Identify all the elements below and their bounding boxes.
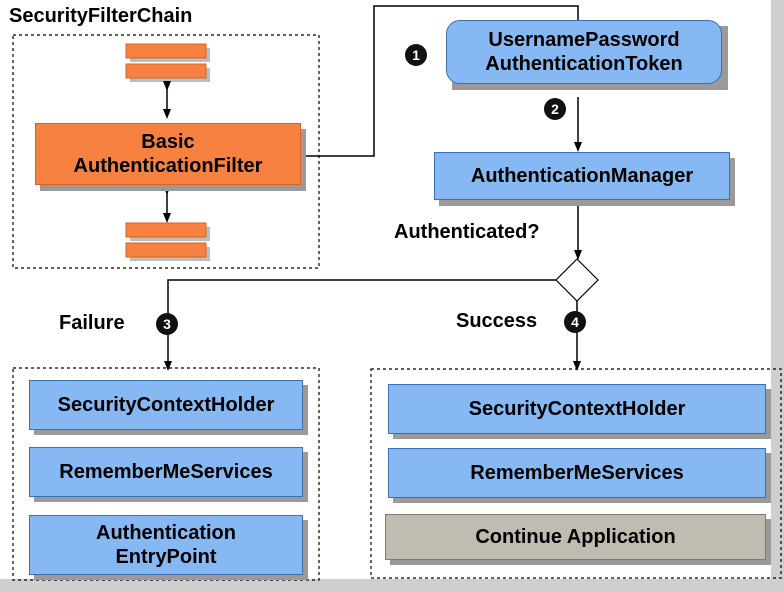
authentication-entry-point-box: Authentication EntryPoint <box>29 515 303 575</box>
filter-stub-bottom-2 <box>125 242 207 258</box>
step-1-badge: 1 <box>405 44 427 66</box>
outer-frame-bottom <box>0 579 784 592</box>
filter-stub-bottom-1 <box>125 222 207 238</box>
step-4-badge: 4 <box>564 311 586 333</box>
success-security-context-holder-box: SecurityContextHolder <box>388 384 766 434</box>
failure-path-arrow <box>164 279 556 371</box>
security-filter-chain-container <box>12 34 320 269</box>
decision-diamond <box>555 258 599 302</box>
failure-remember-me-services-box: RememberMeServices <box>29 447 303 497</box>
basic-authentication-filter-box: Basic AuthenticationFilter <box>35 123 301 185</box>
filter-stub-top-1 <box>125 43 207 59</box>
username-password-token-box: UsernamePassword AuthenticationToken <box>446 20 722 84</box>
failure-security-context-holder-box: SecurityContextHolder <box>29 380 303 430</box>
success-remember-me-services-box: RememberMeServices <box>388 448 766 498</box>
security-filter-chain-title: SecurityFilterChain <box>9 5 193 27</box>
continue-application-box: Continue Application <box>385 514 766 560</box>
outer-frame-right <box>771 0 784 592</box>
authenticated-question-label: Authenticated? <box>394 221 540 243</box>
filter-stub-top-2 <box>125 63 207 79</box>
step-3-badge: 3 <box>156 313 178 335</box>
failure-label: Failure <box>59 312 125 334</box>
step-2-badge: 2 <box>544 98 566 120</box>
filter-to-token-line <box>300 5 579 157</box>
success-label: Success <box>456 310 538 332</box>
authentication-manager-box: AuthenticationManager <box>434 152 730 200</box>
